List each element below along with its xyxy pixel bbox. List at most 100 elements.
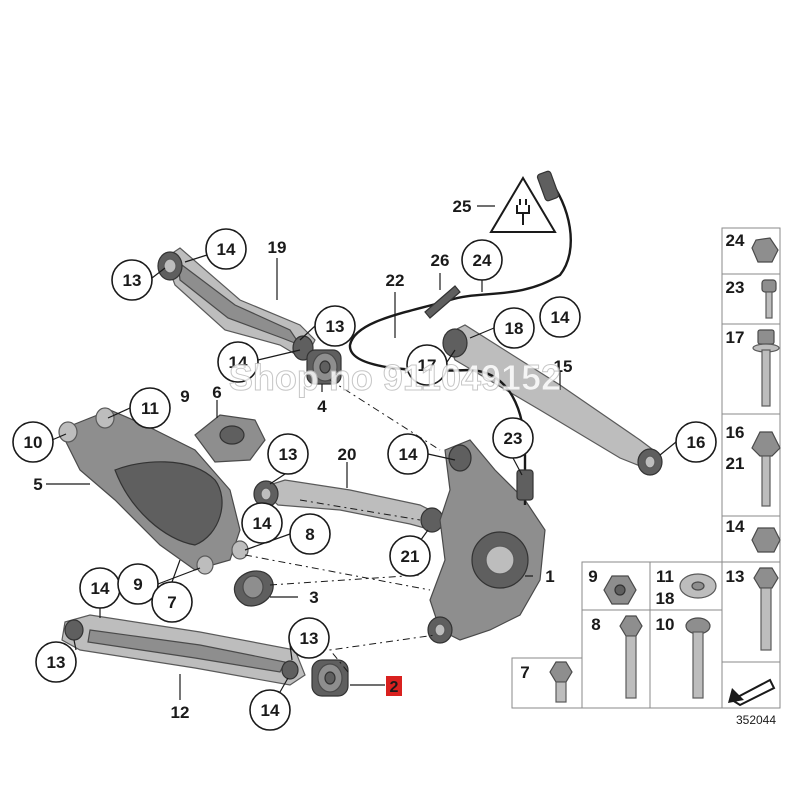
callout-11: 11	[107, 387, 171, 429]
hw-16: 16 21	[726, 423, 781, 507]
watermark: Shop no 911049152	[229, 357, 561, 398]
callout-14d: 14	[387, 433, 456, 475]
bushing-3	[233, 570, 274, 607]
hw-10: 10	[656, 615, 711, 699]
svg-text:13: 13	[47, 653, 66, 672]
callout-3: 3	[270, 588, 319, 607]
wheel-carrier-1	[427, 439, 546, 644]
svg-text:9: 9	[180, 387, 189, 406]
control-arm-20	[253, 479, 444, 533]
svg-text:24: 24	[473, 251, 492, 270]
callout-8: 8	[244, 513, 331, 555]
callout-13e: 13	[35, 639, 77, 683]
callout-24: 24	[461, 239, 503, 292]
svg-text:11: 11	[656, 567, 674, 586]
control-arm-12	[61, 614, 306, 686]
svg-text:20: 20	[338, 445, 357, 464]
svg-text:8: 8	[591, 615, 600, 634]
callout-26: 26	[431, 251, 450, 290]
svg-text:18: 18	[505, 319, 524, 338]
svg-text:15: 15	[554, 357, 573, 376]
svg-text:21: 21	[401, 547, 420, 566]
svg-text:7: 7	[167, 593, 176, 612]
svg-text:21: 21	[726, 454, 745, 473]
callout-17: 17	[406, 344, 456, 386]
svg-text:14: 14	[726, 517, 745, 536]
svg-text:9: 9	[133, 575, 142, 594]
control-arm-19	[157, 247, 316, 361]
svg-text:10: 10	[656, 615, 675, 634]
sensor-23	[516, 469, 534, 501]
callout-20: 20	[338, 445, 357, 488]
svg-text:14: 14	[399, 445, 418, 464]
svg-text:17: 17	[726, 328, 745, 347]
callout-9a: 9	[180, 387, 189, 406]
callout-21: 21	[389, 529, 431, 577]
control-arm-15	[442, 324, 663, 476]
svg-text:4: 4	[317, 397, 327, 416]
hw-11-18: 11 18	[656, 567, 717, 608]
svg-text:14: 14	[91, 579, 110, 598]
clip-26	[424, 285, 461, 319]
svg-text:8: 8	[305, 525, 314, 544]
electrical-plug-warning-icon	[489, 176, 557, 233]
callout-6: 6	[212, 383, 222, 418]
callout-19: 19	[268, 238, 286, 300]
svg-text:14: 14	[551, 308, 570, 327]
svg-text:22: 22	[386, 271, 405, 290]
svg-text:23: 23	[726, 278, 745, 297]
callout-14f: 14	[79, 567, 121, 618]
svg-text:13: 13	[123, 271, 142, 290]
svg-text:12: 12	[171, 703, 190, 722]
svg-text:14: 14	[261, 701, 280, 720]
callout-23: 23	[492, 417, 534, 476]
hw-9: 9	[588, 567, 637, 605]
hw-23: 23	[726, 278, 777, 319]
callout-13c: 13	[267, 433, 309, 485]
callout-10: 10	[12, 421, 67, 463]
callout-14a: 14	[184, 228, 247, 270]
sensor-cable-22	[348, 170, 572, 505]
wishbone-5	[58, 407, 249, 575]
callout-5: 5	[33, 475, 90, 494]
svg-text:11: 11	[141, 399, 159, 418]
svg-text:17: 17	[418, 356, 437, 375]
svg-text:13: 13	[326, 317, 345, 336]
highlight-callout-2: 2	[350, 676, 402, 696]
hw-24: 24	[726, 231, 779, 263]
callout-15: 15	[554, 357, 573, 390]
callout-14e: 14	[241, 502, 283, 544]
svg-text:2: 2	[390, 679, 399, 696]
callout-14b: 14	[217, 341, 301, 383]
callout-9b: 9	[117, 563, 201, 605]
svg-text:6: 6	[212, 383, 221, 402]
callout-14g: 14	[249, 677, 291, 731]
callout-13d: 13	[288, 617, 330, 661]
svg-text:24: 24	[726, 231, 745, 250]
bushing-2	[311, 659, 349, 697]
svg-text:5: 5	[33, 475, 42, 494]
callout-22: 22	[386, 271, 405, 338]
diagram-id: 352044	[736, 713, 776, 727]
svg-text:10: 10	[24, 433, 43, 452]
svg-text:14: 14	[253, 514, 272, 533]
callout-1: 1	[525, 567, 555, 586]
callout-14c: 14	[539, 296, 581, 338]
svg-text:16: 16	[726, 423, 745, 442]
svg-text:25: 25	[453, 197, 472, 216]
hardware-panel: 24 23 17 16 21 14 13 9 11 18 8 10 7	[511, 227, 781, 709]
svg-text:13: 13	[726, 567, 745, 586]
mount-6	[194, 414, 266, 463]
svg-text:1: 1	[545, 567, 554, 586]
hw-14: 14	[726, 517, 781, 553]
svg-text:3: 3	[309, 588, 318, 607]
svg-text:26: 26	[431, 251, 450, 270]
svg-text:13: 13	[279, 445, 298, 464]
svg-text:9: 9	[588, 567, 597, 586]
hw-8: 8	[591, 615, 643, 699]
arrow-icon	[728, 678, 776, 707]
hw-13: 13	[726, 567, 779, 651]
hw-7: 7	[520, 661, 573, 703]
callout-13a: 13	[111, 259, 166, 301]
